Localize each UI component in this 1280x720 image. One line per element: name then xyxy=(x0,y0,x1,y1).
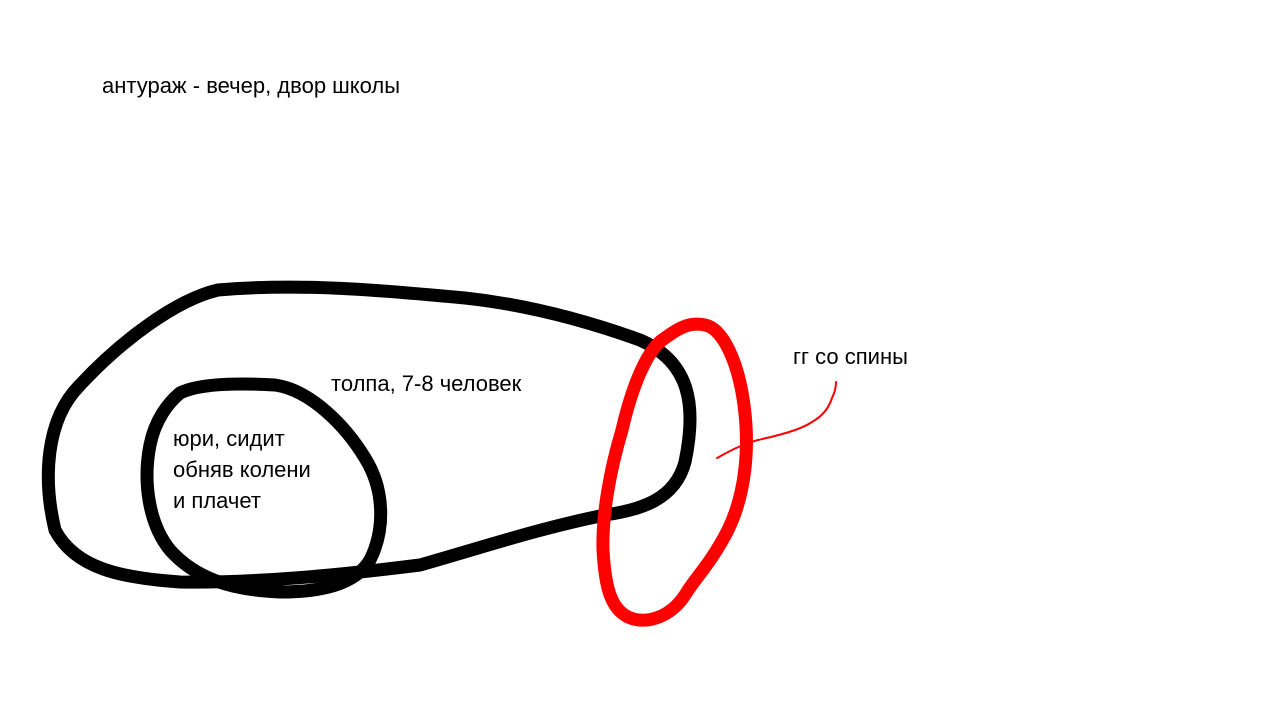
crowd-loop xyxy=(41,280,697,589)
hero-pointer-line xyxy=(716,381,837,459)
yuri-caption: юри, сидит обняв колени и плачет xyxy=(173,423,311,516)
hero-caption: гг со спины xyxy=(793,344,908,369)
hero-loop xyxy=(596,317,753,627)
yuri-caption-line: юри, сидит xyxy=(173,426,285,451)
yuri-caption-line: обняв колени xyxy=(173,457,311,482)
yuri-loop xyxy=(140,377,388,599)
setting-caption: антураж - вечер, двор школы xyxy=(102,73,401,98)
crowd-caption: толпа, 7-8 человек xyxy=(331,371,522,396)
yuri-caption-line: и плачет xyxy=(173,488,261,513)
